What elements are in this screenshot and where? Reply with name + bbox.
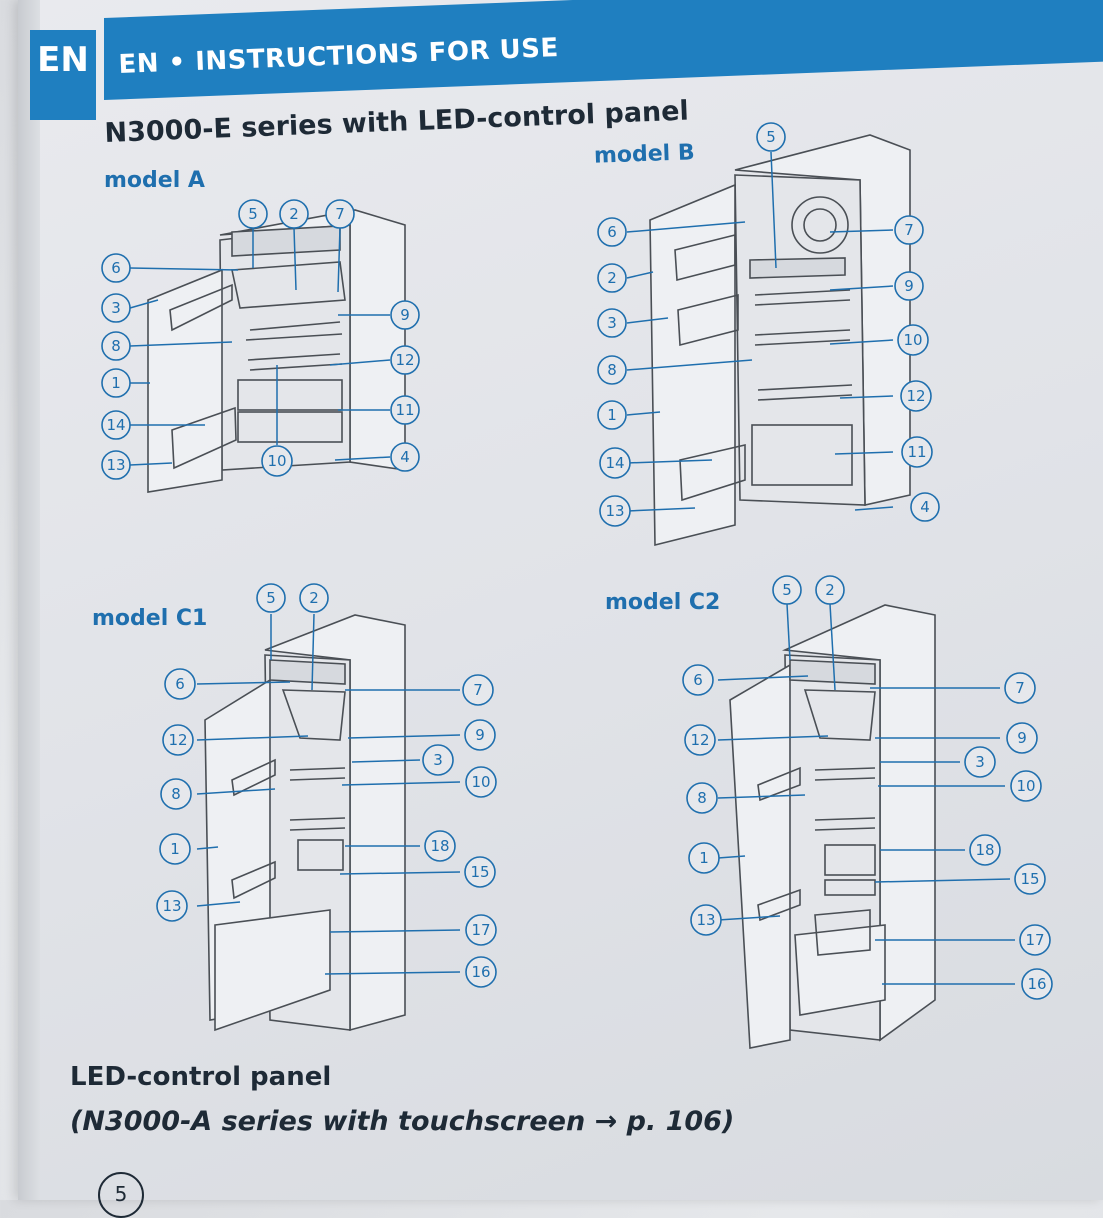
model-b-fridge [649,134,911,547]
callout-a-10: 10 [267,452,286,470]
callout-b-1: 1 [607,406,617,424]
callout-lines [129,151,1015,985]
led-control-panel-heading: LED-control panel [70,1062,332,1092]
callout-c1-12: 12 [168,731,187,749]
callout-a-4: 4 [400,448,410,466]
callout-a-3: 3 [111,299,121,317]
callout-a-6: 6 [111,259,121,277]
callout-a-12: 12 [395,351,414,369]
callout-a-5: 5 [248,205,258,223]
callout-a-7: 7 [335,205,345,223]
callout-c1-17: 17 [471,921,490,939]
callout-b-3: 3 [607,314,617,332]
callout-b-7: 7 [904,221,914,239]
callout-c2-18: 18 [975,841,994,859]
callout-a-2: 2 [289,205,299,223]
callout-a-1: 1 [111,374,121,392]
callout-b-9: 9 [904,277,914,295]
callout-a-13: 13 [106,456,125,474]
callout-c1-16: 16 [471,963,490,981]
callout-c1-8: 8 [171,785,181,803]
callout-c2-8: 8 [697,789,707,807]
touchscreen-reference: (N3000-A series with touchscreen → p. 10… [70,1106,735,1137]
callout-c1-6: 6 [175,675,185,693]
callout-b-14: 14 [605,454,624,472]
model-c2-label: model C2 [605,590,721,615]
callout-circles [101,122,1053,1000]
model-a-fridge [147,209,406,493]
callout-a-9: 9 [400,306,410,324]
callout-b-4: 4 [920,498,930,516]
callout-c1-3: 3 [433,751,443,769]
callout-c2-16: 16 [1027,975,1046,993]
callout-b-12: 12 [906,387,925,405]
callout-c2-1: 1 [699,849,709,867]
callout-a-11: 11 [395,401,414,419]
callout-numbers: 6 3 8 1 14 13 5 2 7 9 12 11 4 10 6 2 3 8… [106,128,1046,993]
callout-b-2: 2 [607,269,617,287]
model-c2-fridge [729,604,936,1049]
callout-c1-18: 18 [430,837,449,855]
callout-c2-10: 10 [1016,777,1035,795]
callout-a-8: 8 [111,337,121,355]
callout-c1-7: 7 [473,681,483,699]
corner-callout-number: 5 [98,1172,144,1218]
callout-c2-15: 15 [1020,870,1039,888]
callout-c1-13: 13 [162,897,181,915]
callout-a-14: 14 [106,416,125,434]
callout-c2-5: 5 [782,581,792,599]
model-c1-label: model C1 [92,606,208,631]
model-a-label: model A [104,168,205,193]
callout-c2-7: 7 [1015,679,1025,697]
callout-c1-2: 2 [309,589,319,607]
model-c1-fridge [204,614,406,1032]
callout-c1-10: 10 [471,773,490,791]
language-tab: EN [30,30,96,120]
callout-b-10: 10 [903,331,922,349]
callout-c2-6: 6 [693,671,703,689]
callout-c2-17: 17 [1025,931,1044,949]
callout-c2-13: 13 [696,911,715,929]
callout-c1-1: 1 [170,840,180,858]
callout-c2-12: 12 [690,731,709,749]
callout-c2-9: 9 [1017,729,1027,747]
callout-b-11: 11 [907,443,926,461]
callout-c1-9: 9 [475,726,485,744]
callout-c1-15: 15 [470,863,489,881]
callout-b-6: 6 [607,223,617,241]
callout-b-8: 8 [607,361,617,379]
callout-c2-2: 2 [825,581,835,599]
callout-c2-3: 3 [975,753,985,771]
callout-b-13: 13 [605,502,624,520]
callout-c1-5: 5 [266,589,276,607]
callout-b-5: 5 [766,128,776,146]
page-binding-edge [18,0,40,1200]
